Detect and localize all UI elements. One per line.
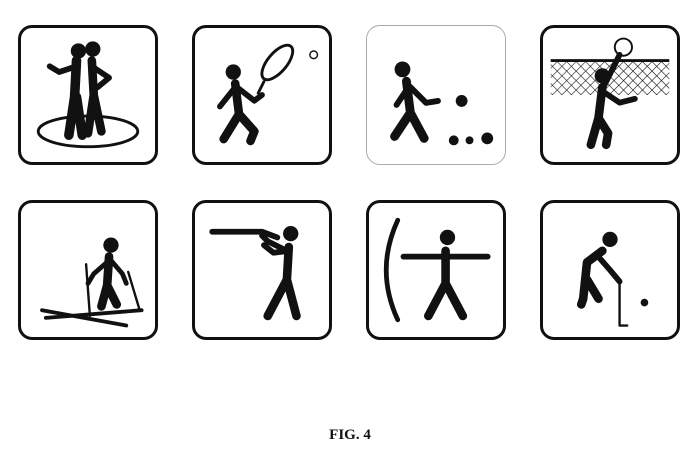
volleyball-icon bbox=[540, 25, 680, 165]
dance-couple-icon bbox=[18, 25, 158, 165]
archery-icon bbox=[366, 200, 506, 340]
golf-icon bbox=[540, 200, 680, 340]
shooting-icon bbox=[192, 200, 332, 340]
figure-caption: FIG. 4 bbox=[329, 427, 371, 443]
skiing-icon bbox=[18, 200, 158, 340]
bocce-icon bbox=[366, 25, 506, 165]
tennis-icon bbox=[192, 25, 332, 165]
